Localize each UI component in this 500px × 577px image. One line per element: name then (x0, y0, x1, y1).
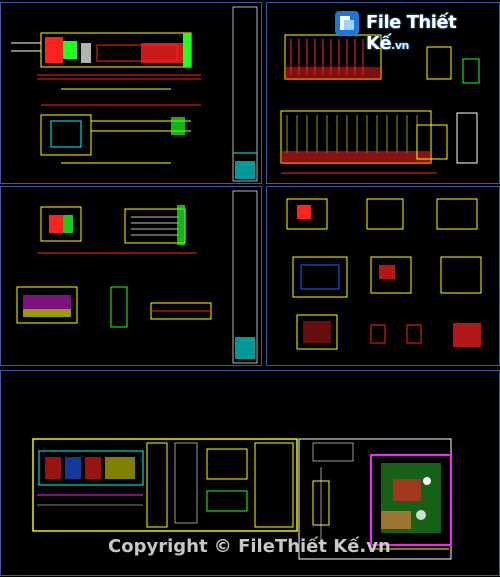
drawing-fence-elevations (280, 34, 480, 174)
watermark-logo-text: File Thiết Kế (366, 12, 457, 54)
sheet-top-left (0, 2, 262, 184)
watermark-logo-domain: .vn (391, 39, 409, 52)
filethietke-logo-icon (335, 11, 359, 35)
sheet-middle-right (266, 186, 500, 366)
drawing-gate-sections (16, 190, 258, 364)
sheet-bottom-frame (0, 370, 500, 576)
sheet-middle-left (0, 186, 262, 366)
sheet-top-right (266, 2, 500, 184)
drawing-site-plan-and-elevations (32, 438, 452, 560)
watermark-copyright: Copyright © FileThiết Kế.vn (108, 536, 391, 557)
watermark-logo: File Thiết Kế.vn (366, 12, 500, 54)
drawing-foundation-details (286, 198, 482, 350)
drawing-gate-elevation-plan (11, 6, 258, 182)
